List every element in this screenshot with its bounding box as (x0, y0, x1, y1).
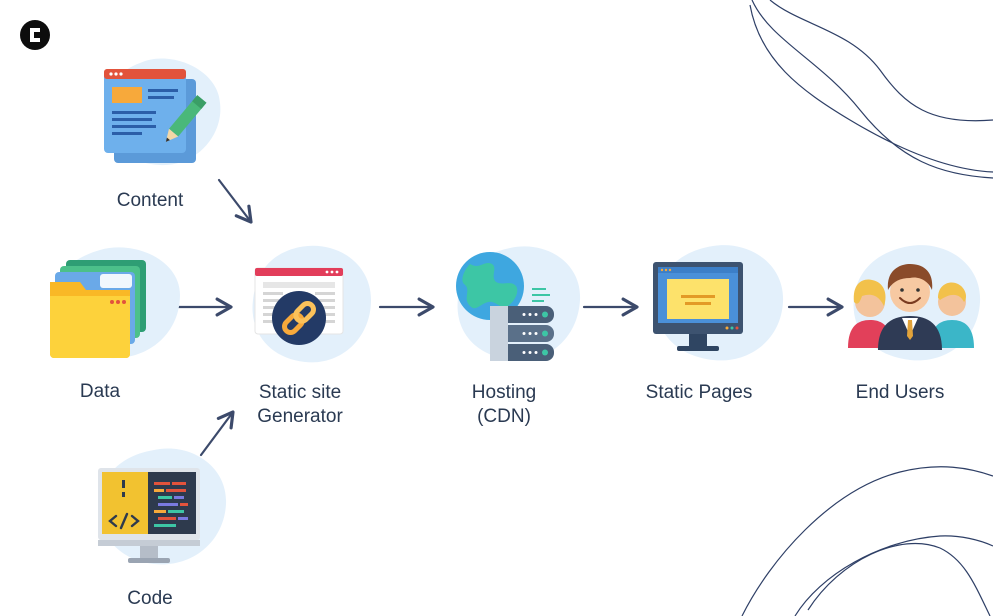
folders-icon (50, 247, 180, 359)
label-code: Code (127, 588, 173, 609)
node-static-pages: Static Pages (645, 240, 790, 403)
node-content: Content (100, 55, 230, 211)
node-generator: Static site Generator (245, 242, 375, 427)
link-browser-icon (252, 245, 371, 363)
bottom-curve-2 (794, 535, 993, 616)
label-generator-1: Static site (258, 382, 342, 403)
bottom-curve-3 (807, 543, 991, 616)
label-generator-2: Generator (257, 406, 343, 427)
people-group-icon (848, 245, 981, 361)
node-data: Data (40, 240, 190, 402)
label-hosting-2: (CDN) (477, 406, 531, 427)
node-code: Code (92, 442, 232, 609)
top-curve-1 (751, 0, 993, 179)
top-curve-3 (749, 4, 993, 173)
code-monitor-icon (98, 448, 227, 565)
bottom-curve-1 (741, 466, 993, 616)
label-content: Content (116, 190, 184, 211)
label-end-users: End Users (855, 382, 945, 403)
globe-server-icon (456, 246, 581, 361)
node-end-users: End Users (840, 240, 985, 403)
top-curve-2 (769, 0, 993, 122)
brand-logo-icon (20, 20, 50, 50)
node-hosting: Hosting (CDN) (450, 240, 585, 427)
monitor-page-icon (653, 245, 784, 361)
label-static-pages: Static Pages (645, 382, 753, 403)
label-hosting-1: Hosting (471, 382, 537, 403)
arrow-content-to-generator (217, 178, 253, 224)
document-edit-icon (104, 58, 221, 166)
label-data: Data (79, 381, 121, 402)
